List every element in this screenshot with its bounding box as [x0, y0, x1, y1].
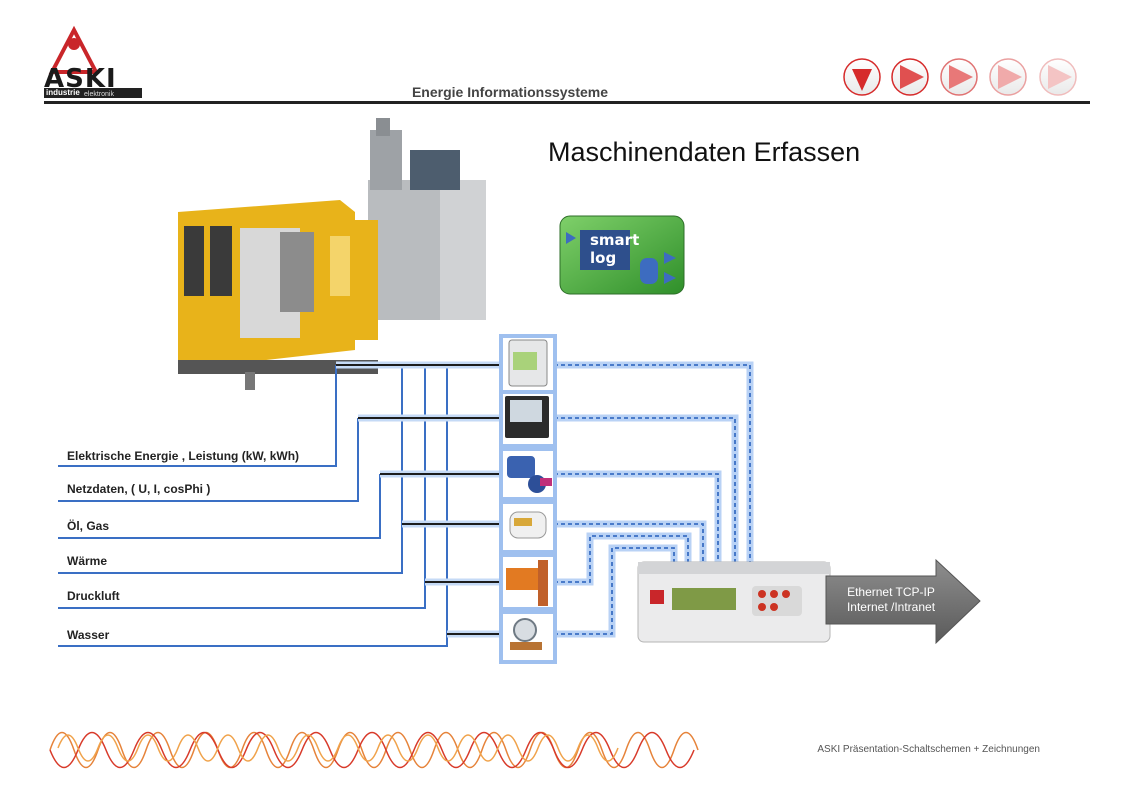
nav-next-button-3[interactable]: [989, 58, 1027, 96]
nav-next-button-4[interactable]: [1039, 58, 1077, 96]
triangle-right-icon: [1048, 65, 1072, 89]
label-heat: Wärme: [67, 554, 108, 568]
page-title: Maschinendaten Erfassen: [548, 137, 861, 167]
decorative-waves: [49, 731, 699, 769]
data-bus-lines: [554, 361, 754, 638]
logo-sub-industrie: industrie: [46, 88, 80, 97]
ethernet-line-1: Ethernet TCP-IP: [847, 585, 935, 599]
blow-molding-machine-illustration: [178, 118, 486, 390]
smart-log-label-2: log: [590, 249, 617, 267]
heat-meter-icon: [499, 500, 557, 554]
smart-log-icon: [559, 215, 685, 295]
label-oil-gas: Öl, Gas: [67, 519, 110, 533]
logo-brand-name: ASKI: [44, 64, 117, 94]
data-logger-device: [637, 561, 831, 643]
label-electric-energy: Elektrische Energie , Leistung (kW, kWh): [67, 449, 300, 463]
footer-caption: ASKI Präsentation-Schaltschemen + Zeichn…: [817, 744, 1040, 755]
power-analyzer-icon: [499, 390, 557, 448]
ethernet-line-2: Internet /Intranet: [846, 600, 936, 614]
water-meter-icon: [499, 610, 557, 664]
label-water: Wasser: [67, 628, 110, 642]
ethernet-arrow: [825, 558, 981, 645]
nav-down-button[interactable]: [843, 58, 881, 96]
label-compressed-air: Druckluft: [67, 589, 120, 603]
triangle-right-icon: [949, 65, 973, 89]
triangle-down-icon: [852, 69, 872, 91]
smart-log-label-1: smart: [590, 231, 640, 249]
header-rule: [44, 101, 1090, 104]
measurement-lines: [58, 365, 448, 647]
triangle-right-icon: [900, 65, 924, 89]
sensor-feed-lines: [336, 361, 502, 638]
logo-sub-elektronik: elektronik: [84, 91, 114, 98]
triangle-right-icon: [998, 65, 1022, 89]
nav-next-button-1[interactable]: [891, 58, 929, 96]
nav-next-button-2[interactable]: [940, 58, 978, 96]
aski-logo: [44, 25, 142, 98]
energy-meter-icon: [499, 334, 557, 394]
header-tagline: Energie Informationssysteme: [411, 84, 609, 100]
air-flow-meter-icon: [499, 553, 557, 611]
nav-buttons[interactable]: [843, 58, 1077, 96]
label-grid-data: Netzdaten, ( U, I, cosPhi ): [67, 482, 211, 496]
ethernet-label: Ethernet TCP-IP Internet /Intranet: [826, 585, 956, 615]
gas-meter-icon: [499, 447, 557, 501]
sensor-devices: [499, 334, 557, 664]
